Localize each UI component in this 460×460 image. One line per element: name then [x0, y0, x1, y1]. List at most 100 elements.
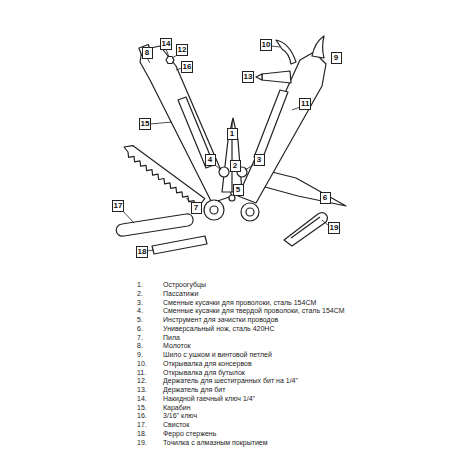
callout-box: 19 [328, 222, 341, 234]
callout-number: 2 [232, 161, 239, 171]
bit-driver [262, 71, 291, 83]
list-number: 19. [137, 439, 147, 447]
callout-box: 1 [227, 128, 238, 140]
part-name: Точилка с алмазным покрытием [163, 439, 268, 447]
list-number: 18. [137, 430, 147, 438]
callout-number: 15 [141, 119, 150, 129]
callout-box: 13 [242, 71, 255, 83]
callout-number: 14 [162, 39, 171, 49]
list-number: 8. [137, 342, 143, 350]
part-name: Карабин [163, 404, 191, 412]
callout-number: 7 [193, 203, 200, 213]
callout-number: 11 [301, 99, 309, 109]
list-number: 14. [137, 395, 147, 403]
callout-box: 16 [181, 61, 194, 73]
list-number: 6. [137, 325, 143, 333]
list-number: 15. [137, 404, 147, 412]
part-name: Остроогубцы [163, 281, 206, 289]
callout-box: 11 [299, 98, 311, 110]
callout-box: 6 [320, 192, 331, 204]
callout-box: 14 [160, 38, 173, 50]
part-name: 3/16" ключ [163, 412, 197, 420]
list-number: 11. [137, 369, 146, 377]
list-number: 1. [137, 281, 143, 289]
list-number: 2. [137, 290, 143, 298]
part-name: Пила [163, 334, 180, 342]
diamond-sharpener [284, 213, 327, 246]
left-handle [140, 46, 232, 203]
list-number: 7. [137, 334, 143, 342]
callout-box: 9 [331, 52, 342, 64]
callout-number: 19 [330, 223, 339, 233]
callout-box: 17 [112, 200, 125, 212]
list-number: 17. [137, 421, 147, 429]
whistle-part [116, 214, 193, 236]
callout-number: 5 [235, 185, 242, 195]
pivot [241, 203, 259, 221]
part-name: Держатель для шестигранных бит на 1/4" [163, 377, 298, 385]
part-name: Инструмент для зачистки проводов [163, 316, 278, 324]
handle-slot [254, 90, 288, 160]
callout-number: 8 [144, 48, 151, 58]
part-name: Пассатижи [163, 290, 198, 298]
callout-box: 4 [205, 154, 216, 166]
leader-line [150, 122, 172, 124]
callout-box: 2 [230, 160, 241, 172]
callout-number: 12 [178, 45, 187, 55]
part-name: Накидной гаечный ключ 1/4" [163, 395, 255, 403]
part-name: Держатель для бит [163, 386, 225, 394]
callout-box: 18 [136, 246, 149, 258]
pivot [204, 200, 224, 220]
callout-box: 5 [233, 184, 244, 196]
callout-number: 3 [256, 155, 263, 165]
ferro-rod [152, 236, 207, 254]
part-name: Ферро стержень [163, 430, 216, 438]
handle-slot [178, 97, 214, 168]
callout-box: 3 [254, 154, 265, 166]
plier-jaws [222, 118, 242, 192]
callout-number: 9 [333, 53, 340, 63]
bit-tip [256, 74, 262, 80]
list-number: 12. [137, 377, 147, 385]
part-name: Свисток [163, 421, 189, 429]
list-number: 13. [137, 386, 147, 394]
part-name: Сменные кусачки для проволоки, сталь 154… [163, 299, 316, 307]
wire-cutter [219, 167, 229, 177]
callout-box: 10 [260, 39, 273, 51]
callout-number: 4 [207, 155, 214, 165]
callout-number: 16 [183, 62, 192, 72]
callout-number: 6 [322, 193, 329, 203]
awl [312, 36, 324, 58]
part-name: Открывалка для консервов [163, 360, 252, 368]
part-name: Молоток [163, 342, 191, 350]
leader-lines [122, 46, 329, 251]
callout-box: 7 [191, 202, 202, 214]
callout-number: 17 [114, 201, 123, 211]
part-name: Шило с ушком и винтовой петлей [163, 351, 272, 359]
leader-line [166, 49, 169, 57]
list-number: 5. [137, 316, 143, 324]
tool-parts [116, 36, 346, 254]
part-name: Сменные кусачки для твердой проволоки, с… [163, 307, 345, 315]
right-handle [238, 52, 326, 203]
list-number: 4. [137, 307, 143, 315]
callout-box: 15 [139, 118, 152, 130]
pivot-center [246, 208, 254, 216]
callout-number: 10 [262, 40, 271, 50]
callout-number: 18 [138, 247, 147, 257]
can-opener [276, 40, 296, 64]
callout-number: 13 [244, 72, 253, 82]
callout-number: 1 [229, 129, 236, 139]
list-number: 9. [137, 351, 143, 359]
pivot-center [210, 206, 218, 214]
list-number: 10. [137, 360, 147, 368]
part-name: Открывалка для бутылок [163, 369, 245, 377]
list-number: 16. [137, 412, 147, 420]
part-name: Универсальный нож, сталь 420HC [163, 325, 274, 333]
callout-box: 12 [176, 44, 189, 56]
list-number: 3. [137, 299, 143, 307]
sharpener-line [291, 217, 320, 238]
